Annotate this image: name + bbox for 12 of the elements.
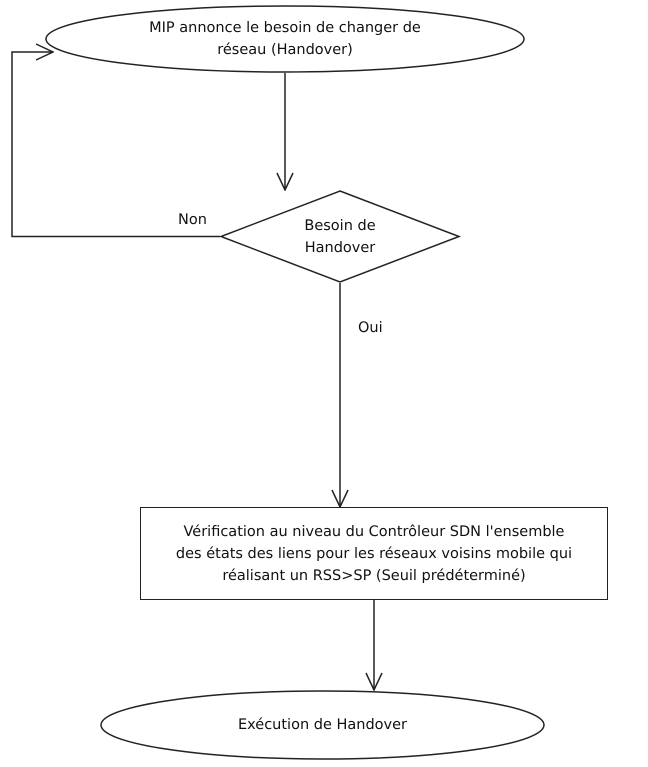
node-text: MIP annonce le besoin de changer de réseau (Handover) [148, 19, 422, 60]
arrow [276, 73, 294, 191]
node-text: Exécution de Handover [238, 716, 407, 735]
arrow [331, 283, 349, 508]
node-text: Besoin de Handover [303, 216, 377, 258]
terminal-ellipse [45, 5, 525, 73]
terminal-ellipse [100, 690, 545, 760]
arrow [365, 600, 383, 691]
arrow [11, 43, 220, 238]
node-text: Vérification au niveau du Contrôleur SDN l'ensemble des états des liens pour les réseaux voisins mobile qui réalisant un RSS>SP (Seuil prédéterminé) [174, 522, 574, 586]
process-box [140, 507, 608, 600]
decision-diamond [220, 190, 460, 283]
